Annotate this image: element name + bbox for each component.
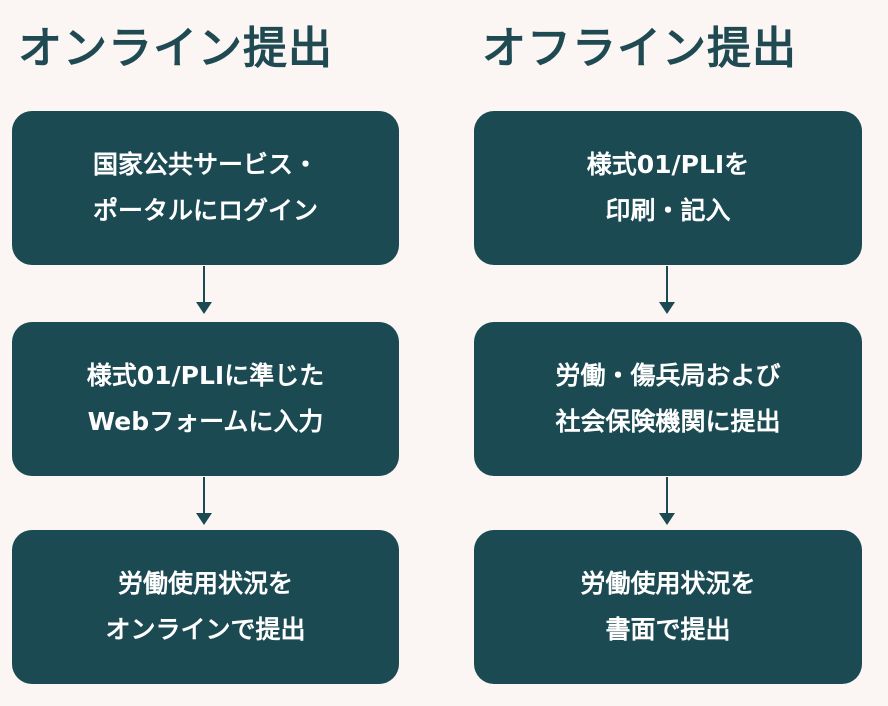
step-text-line: 労働・傷兵局および bbox=[555, 361, 781, 390]
step-text-line: オンラインで提出 bbox=[105, 615, 306, 644]
step-text-line: 労働使用状況を bbox=[580, 569, 756, 598]
step-text-line: 様式01/PLIを bbox=[586, 150, 750, 179]
step-text-line: 印刷・記入 bbox=[605, 196, 731, 225]
offline-step-agency: 労働・傷兵局および 社会保険機関に提出 bbox=[474, 322, 862, 476]
down-arrow-icon bbox=[659, 477, 675, 525]
offline-title: オフライン提出 bbox=[482, 23, 797, 74]
online-step-login: 国家公共サービス・ ポータルにログイン bbox=[12, 111, 399, 265]
step-text-line: 社会保険機関に提出 bbox=[555, 407, 781, 436]
step-text-line: ポータルにログイン bbox=[92, 196, 318, 225]
step-text-line: 国家公共サービス・ bbox=[92, 150, 318, 179]
online-title: オンライン提出 bbox=[18, 23, 333, 74]
offline-step-submit: 労働使用状況を 書面で提出 bbox=[474, 530, 862, 684]
step-text-line: 労働使用状況を bbox=[117, 569, 293, 598]
down-arrow-icon bbox=[196, 477, 212, 525]
step-text-line: 書面で提出 bbox=[605, 615, 731, 644]
online-step-submit: 労働使用状況を オンラインで提出 bbox=[12, 530, 399, 684]
step-text-line: 様式01/PLIに準じた bbox=[86, 361, 325, 390]
online-step-webform: 様式01/PLIに準じた Webフォームに入力 bbox=[12, 322, 399, 476]
step-text-line: Webフォームに入力 bbox=[87, 407, 324, 436]
down-arrow-icon bbox=[659, 266, 675, 314]
offline-step-print: 様式01/PLIを 印刷・記入 bbox=[474, 111, 862, 265]
down-arrow-icon bbox=[196, 266, 212, 314]
